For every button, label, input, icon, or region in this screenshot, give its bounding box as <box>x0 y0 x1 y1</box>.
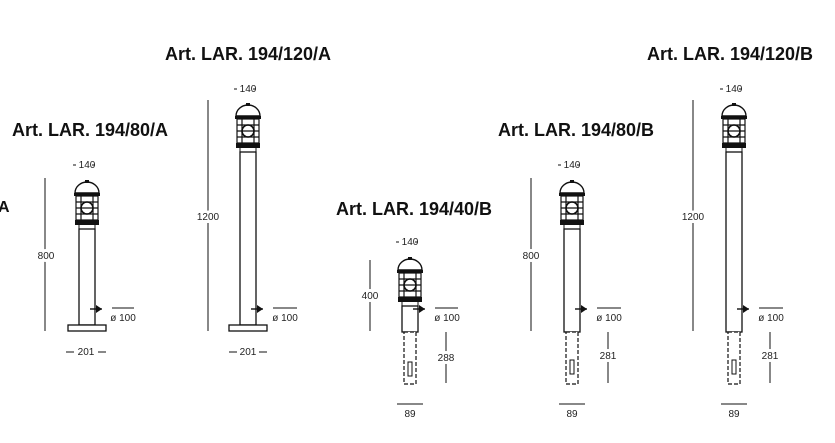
width-dim-1: 140 <box>79 160 96 171</box>
height-dim-4: 800 <box>523 251 540 262</box>
svg-text:288: 288 <box>438 353 455 364</box>
height-dim-3: 400 <box>362 291 379 302</box>
svg-text:800: 800 <box>523 251 540 262</box>
width-dim-2: 140 <box>240 84 257 95</box>
svg-text:400: 400 <box>362 291 379 302</box>
base-dim-5: 89 <box>728 409 740 420</box>
drawing-194-120-a: 140 1200 1200 ø 100 201 <box>194 84 298 358</box>
svg-text:281: 281 <box>600 351 617 362</box>
height-dim-1: 800 <box>38 251 55 262</box>
pipe-dim-3: ø 100 <box>434 313 460 324</box>
svg-text:281: 281 <box>762 351 779 362</box>
drawing-194-80-a: 140 800 800 ø 100 201 <box>35 160 137 358</box>
width-dim-5: 140 <box>726 84 743 95</box>
title-194-80-b: Art. LAR. 194/80/B <box>498 120 655 140</box>
edge-fragment-label: A <box>0 199 10 216</box>
pipe-dim-5: ø 100 <box>758 313 784 324</box>
depth-dim-4: 281 <box>600 351 617 362</box>
base-dim-2: 201 <box>240 347 257 358</box>
base-dim-4: 89 <box>566 409 578 420</box>
title-194-80-a: Art. LAR. 194/80/A <box>12 120 169 140</box>
pipe-dim-1: ø 100 <box>110 313 136 324</box>
svg-text:1200: 1200 <box>197 212 220 223</box>
drawing-194-120-b: 140 1200 1200 ø 100 281 281 89 <box>679 84 784 420</box>
base-dim-3: 89 <box>404 409 416 420</box>
svg-text:1200: 1200 <box>682 212 705 223</box>
pipe-dim-2: ø 100 <box>272 313 298 324</box>
drawing-194-80-b: 140 800 800 ø 100 281 281 89 <box>520 160 623 420</box>
title-194-120-b: Art. LAR. 194/120/B <box>647 44 814 64</box>
depth-dim-5: 281 <box>762 351 779 362</box>
width-dim-4: 140 <box>564 160 581 171</box>
pipe-dim-4: ø 100 <box>596 313 622 324</box>
title-194-120-a: Art. LAR. 194/120/A <box>165 44 332 64</box>
svg-text:800: 800 <box>38 251 55 262</box>
width-dim-3: 140 <box>402 237 419 248</box>
title-194-40-b: Art. LAR. 194/40/B <box>336 199 493 219</box>
height-dim-2: 1200 <box>197 212 220 223</box>
base-dim-1: 201 <box>78 347 95 358</box>
height-dim-5: 1200 <box>682 212 705 223</box>
depth-dim-3: 288 <box>438 353 455 364</box>
drawing-194-40-b: 140 400 400 ø 100 288 288 89 <box>359 237 461 420</box>
